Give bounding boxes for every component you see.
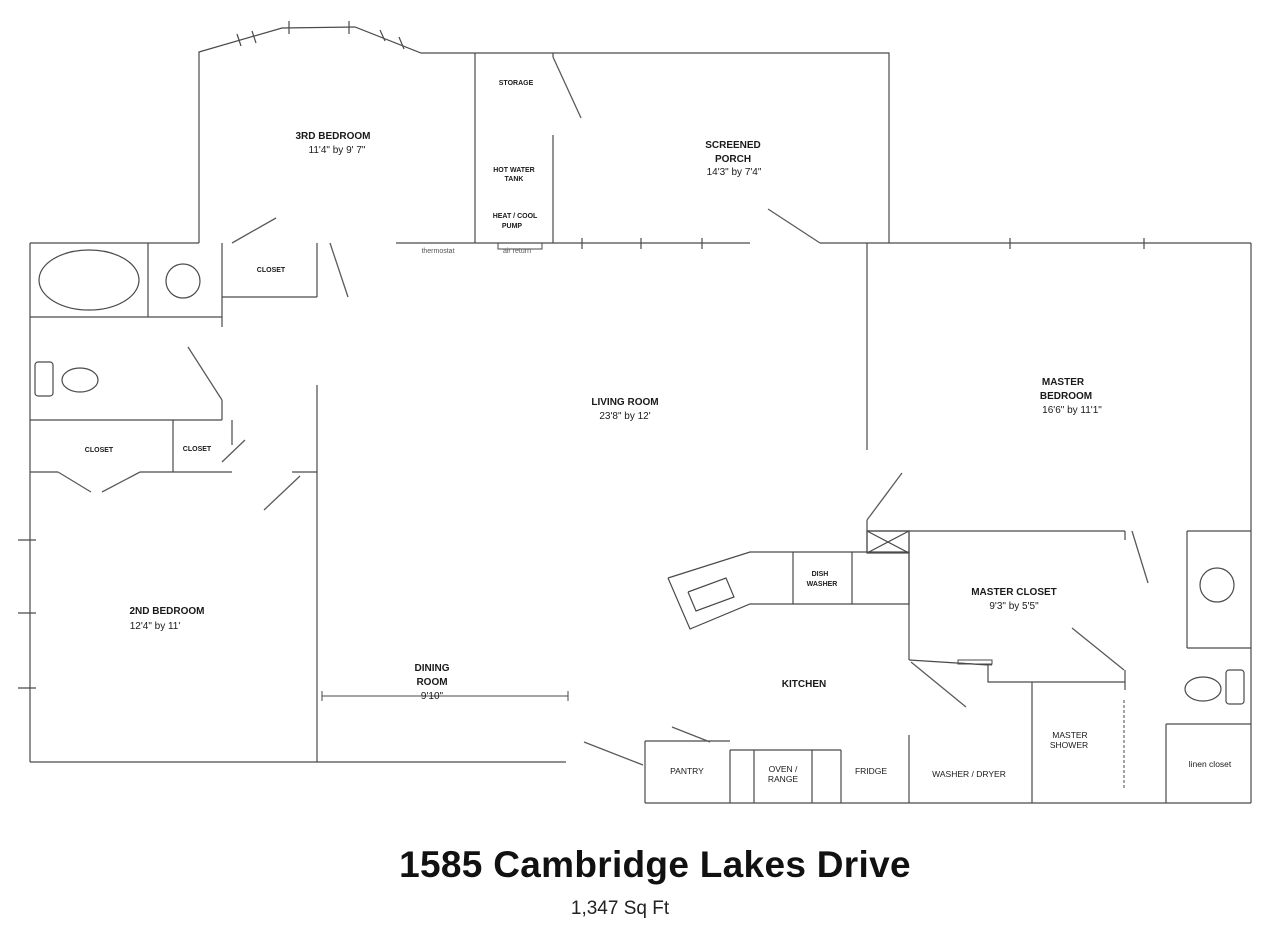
- door-bath: [187, 346, 223, 401]
- door-pantry: [671, 726, 711, 743]
- bedroom2-name: 2ND BEDROOM: [129, 606, 204, 617]
- kitchen-counter: [667, 551, 910, 630]
- master-bedroom-dims: 16'6" by 11'1": [1042, 405, 1102, 416]
- closet-left-label: CLOSET: [85, 447, 114, 454]
- master-shower-label-1: MASTER: [1052, 730, 1087, 740]
- door-master-closet: [1071, 627, 1125, 671]
- master-closet-name: MASTER CLOSET: [971, 587, 1057, 598]
- dining-dimension: [321, 691, 569, 701]
- pantry-label: PANTRY: [670, 766, 704, 776]
- bay-window-mark-2: [251, 30, 257, 44]
- doors: [57, 56, 1149, 766]
- door-closet-top: [329, 242, 349, 298]
- door-storage: [552, 56, 582, 119]
- chase-box: [866, 530, 910, 554]
- linen-closet-label: linen closet: [1189, 759, 1232, 769]
- heat-pump-label-2: PUMP: [502, 223, 523, 230]
- interior-walls: [18, 53, 1251, 803]
- dishwasher-label-2: WASHER: [807, 581, 838, 588]
- closet-top-label: CLOSET: [257, 267, 286, 274]
- bay-window-mark-6: [398, 36, 405, 50]
- door-closet-left-b: [101, 471, 141, 493]
- bay-window-mark-1: [236, 33, 242, 47]
- door-bedroom3: [231, 217, 277, 244]
- living-name: LIVING ROOM: [591, 397, 658, 408]
- square-footage: 1,347 Sq Ft: [570, 898, 670, 919]
- chase-x2: [866, 530, 910, 554]
- dining-name-1: DINING: [415, 663, 450, 674]
- wall-master-closet-bottom: [908, 659, 1125, 683]
- hot-water-label-1: HOT WATER: [493, 167, 534, 174]
- air-return-label: air return: [503, 248, 531, 255]
- shower-drain: [165, 263, 201, 299]
- living-dims: 23'8" by 12': [599, 411, 650, 422]
- outer-walls: [29, 21, 1252, 804]
- bedroom3-dims: 11'4" by 9' 7": [309, 145, 366, 156]
- oven-label-2: RANGE: [768, 774, 799, 784]
- bedroom3-name: 3RD BEDROOM: [295, 131, 370, 142]
- kitchen-label: KITCHEN: [782, 679, 826, 690]
- door-closet-left-a: [57, 471, 92, 493]
- bedroom3-bay-wall: [198, 26, 890, 243]
- oven-label-1: OVEN /: [769, 764, 798, 774]
- dishwasher-label-1: DISH: [812, 571, 829, 578]
- toilet-tank-right: [1225, 669, 1245, 705]
- door-laundry: [910, 661, 967, 708]
- door-master-bath: [1131, 530, 1149, 584]
- master-bedroom-name-2: BEDROOM: [1040, 391, 1092, 402]
- fridge-label: FRIDGE: [855, 766, 887, 776]
- heat-pump-label-1: HEAT / COOL: [493, 213, 538, 220]
- master-shower-label-2: SHOWER: [1050, 740, 1088, 750]
- kitchen-sink: [687, 577, 735, 612]
- bay-window-mark-5: [379, 29, 386, 42]
- hot-water-label-2: TANK: [505, 176, 524, 183]
- porch-dims: 14'3" by 7'4": [707, 167, 762, 178]
- room-labels: 3RD BEDROOM 11'4" by 9' 7" STORAGE HOT W…: [85, 80, 1232, 784]
- dining-name-2: ROOM: [416, 677, 447, 688]
- washer-label: WASHER / DRYER: [932, 769, 1006, 779]
- dining-dims: 9'10": [421, 691, 444, 702]
- storage-label: STORAGE: [499, 80, 534, 87]
- door-master: [866, 472, 903, 521]
- bathtub: [38, 249, 140, 311]
- fixtures: [34, 249, 1245, 705]
- master-bedroom-name-1: MASTER: [1042, 377, 1085, 388]
- door-exterior: [583, 741, 644, 766]
- master-closet-dims: 9'3" by 5'5": [989, 601, 1039, 612]
- address-title: 1585 Cambridge Lakes Drive: [399, 844, 911, 885]
- door-porch: [767, 208, 821, 244]
- air-return-vent: [497, 242, 543, 250]
- bedroom2-dims: 12'4" by 11': [130, 621, 181, 632]
- toilet-bowl-left: [61, 367, 99, 393]
- sink-right: [1199, 567, 1235, 603]
- toilet-bowl-right: [1184, 676, 1222, 702]
- toilet-tank-left: [34, 361, 54, 397]
- closet-mid-label: CLOSET: [183, 446, 212, 453]
- porch-name-1: SCREENED: [705, 140, 761, 151]
- thermostat-label: thermostat: [421, 248, 454, 255]
- door-bedroom2: [263, 475, 301, 511]
- pantry-shelf: [957, 659, 993, 665]
- porch-name-2: PORCH: [715, 154, 751, 165]
- door-closet-mid: [221, 439, 246, 463]
